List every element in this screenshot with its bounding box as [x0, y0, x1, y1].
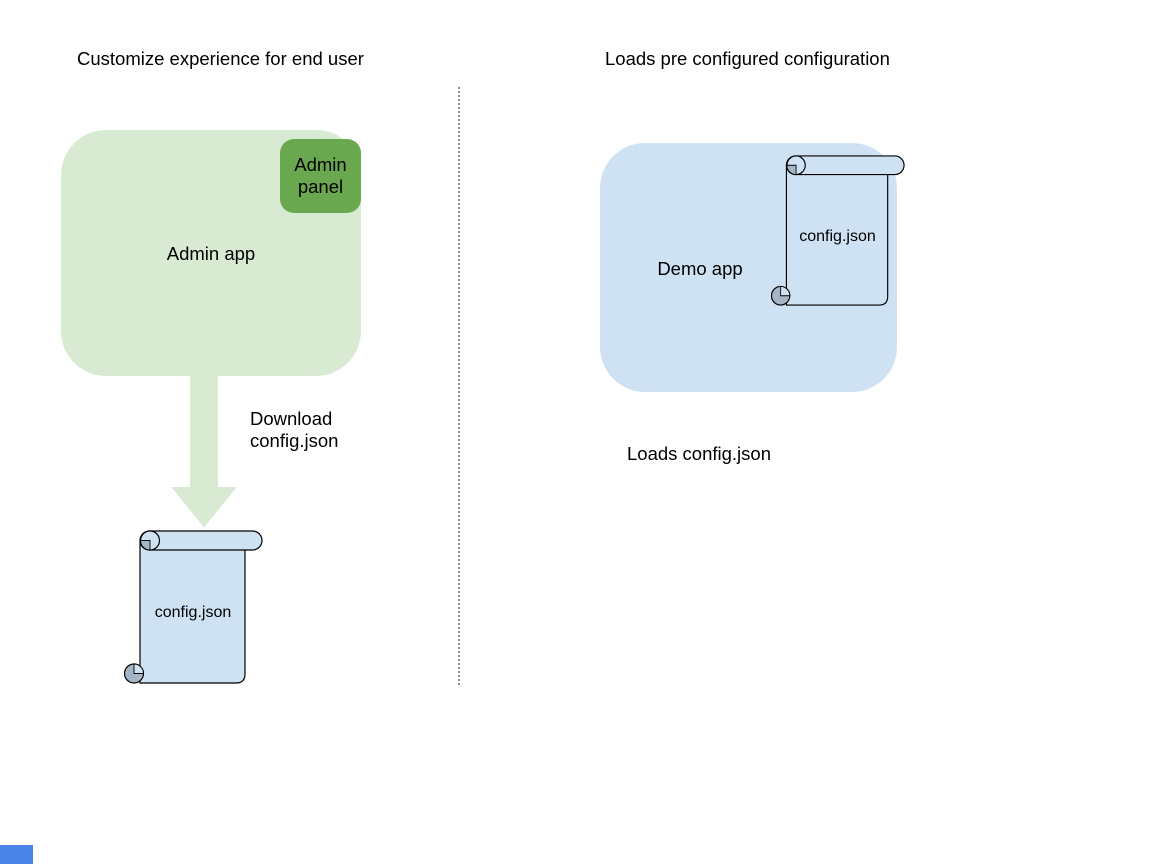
left-config-file-label: config.json — [154, 604, 232, 621]
download-arrow-body — [171, 375, 237, 528]
loads-config-caption: Loads config.json — [627, 443, 771, 464]
admin-app-label: Admin app — [166, 243, 256, 264]
scroll-top-curl-shade — [786, 164, 797, 176]
scroll-bottom-curl-notch — [780, 285, 791, 297]
admin-panel-label: Admin panel — [294, 154, 347, 197]
scroll-bottom-curl-notch — [133, 663, 144, 674]
section-divider — [458, 87, 460, 687]
download-caption: Download config.json — [250, 408, 339, 451]
scroll-body — [785, 165, 889, 306]
config-file-scroll-shape — [771, 155, 905, 306]
right-config-file-label: config.json — [799, 228, 876, 245]
download-arrow-icon — [171, 375, 237, 528]
left-section-title: Customize experience for end user — [77, 48, 364, 69]
scroll-top-curl-shade — [140, 540, 151, 551]
demo-app-label: Demo app — [657, 258, 743, 279]
corner-blue-swatch — [0, 845, 33, 864]
scroll-body — [139, 540, 246, 684]
right-section-title: Loads pre configured configuration — [605, 48, 890, 69]
admin-panel-shape: Admin panel — [280, 139, 361, 213]
config-file-scroll-shape — [124, 530, 263, 684]
